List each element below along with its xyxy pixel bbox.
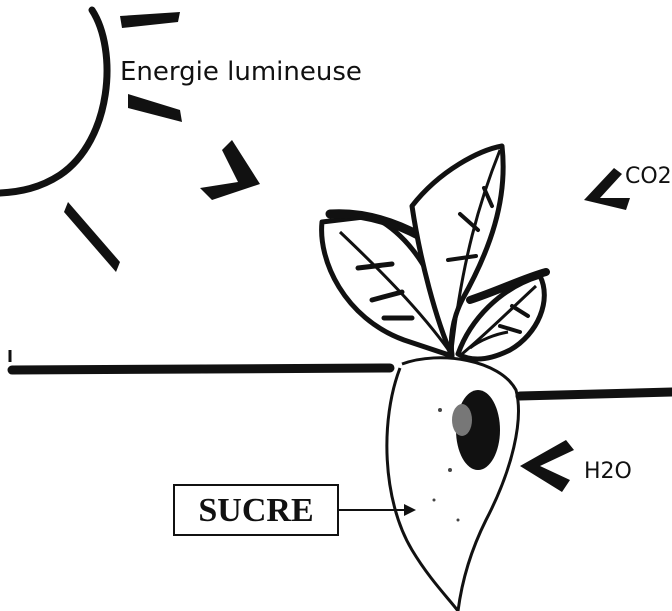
sugar-label: SUCRE: [198, 492, 313, 529]
light-energy-label: Energie lumineuse: [120, 57, 362, 87]
sugar-pointer-arrow: [338, 504, 416, 516]
sun-icon: [0, 10, 182, 272]
h2o-arrow-icon: [520, 440, 574, 492]
co2-label: CO2: [625, 164, 672, 189]
co2-arrow-icon: [584, 168, 630, 210]
light-arrow-icon: [200, 140, 260, 200]
h2o-label: H2O: [584, 459, 632, 484]
ground-line: [12, 368, 672, 396]
beet-leaves: [322, 146, 546, 359]
beet-root: [387, 358, 519, 611]
